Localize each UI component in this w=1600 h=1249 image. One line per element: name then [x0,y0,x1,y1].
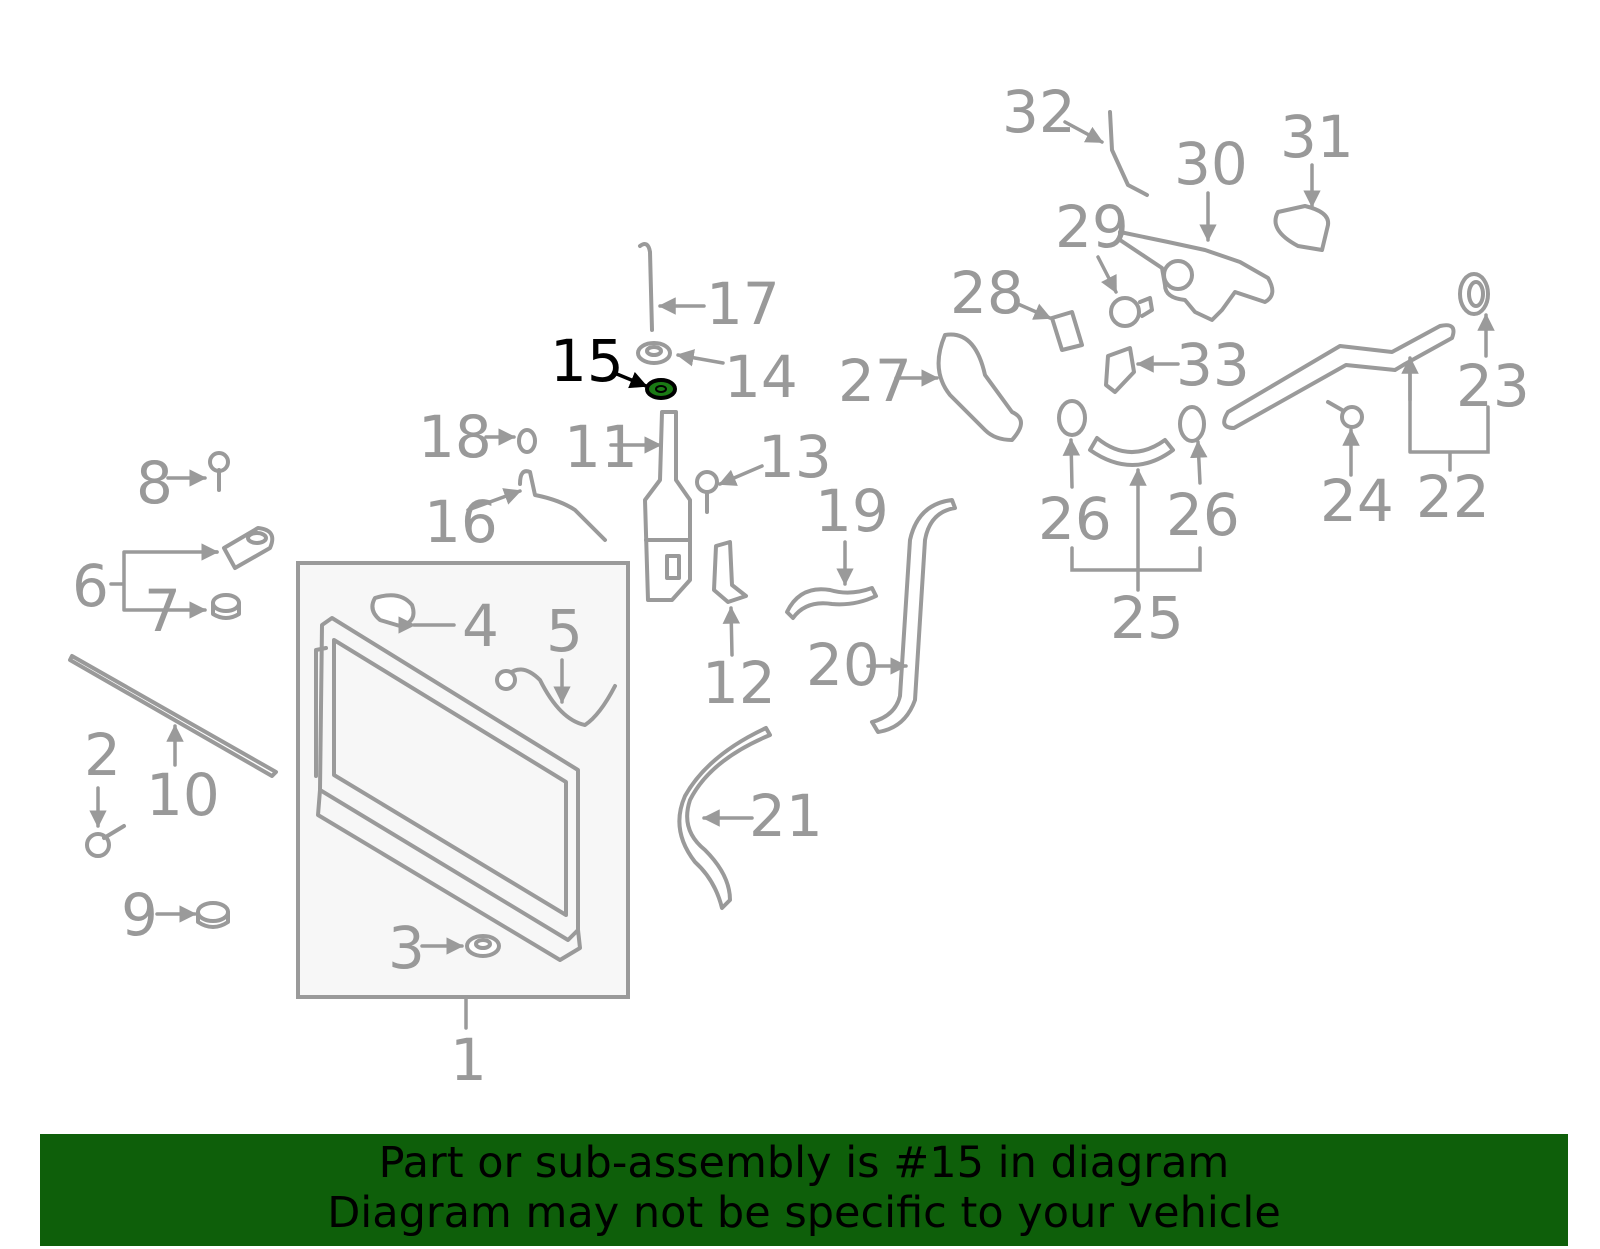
callout-32: 32 [1002,78,1076,146]
callout-5: 5 [546,597,583,665]
callout-8: 8 [136,449,173,517]
callout-27: 27 [838,347,912,415]
callout-28: 28 [950,259,1024,327]
bolt-part-8[interactable] [208,451,230,492]
gasket-part-31[interactable] [1273,204,1331,252]
banner-line-disclaimer: Diagram may not be specific to your vehi… [327,1188,1281,1238]
hose-part-21[interactable] [677,726,772,910]
bracket-part-6[interactable] [222,526,275,570]
callout-30: 30 [1174,130,1248,198]
bolt-part-24[interactable] [1326,400,1364,429]
housing-part-30[interactable] [1118,230,1275,322]
callout-9: 9 [121,881,158,949]
bolt-part-2[interactable] [85,824,126,858]
gasket-part-28[interactable] [1050,310,1084,352]
callout-2: 2 [84,721,121,789]
callout-29: 29 [1055,193,1129,261]
callout-12: 12 [702,649,776,717]
cushion-part-9[interactable] [196,901,230,929]
callout-21: 21 [749,782,823,850]
callout-11: 11 [564,413,638,481]
hose-part-25[interactable] [1088,436,1175,467]
callout-23: 23 [1456,352,1530,420]
overflow-hose-part[interactable] [495,667,617,727]
cushion-part-7[interactable] [211,593,241,620]
callout-24: 24 [1320,467,1394,535]
callout-15-highlighted: 15 [550,327,624,395]
callout-1: 1 [450,1026,487,1094]
ring-part-18[interactable] [517,428,537,454]
callout-6: 6 [72,552,109,620]
leader-lines [89,120,1495,955]
callout-14: 14 [724,343,798,411]
info-banner: Part or sub-assembly is #15 in diagram D… [40,1134,1568,1246]
callout-7: 7 [144,577,181,645]
callout-3: 3 [388,914,425,982]
callout-33: 33 [1176,331,1250,399]
callout-labels: 1 2 3 4 5 6 7 8 9 10 11 12 13 14 15 16 1… [72,78,1530,1094]
hose-part-19[interactable] [785,586,878,620]
callout-17: 17 [706,270,780,338]
pipe-part-27[interactable] [936,332,1023,442]
callout-19: 19 [815,477,889,545]
clamp-part-26-left[interactable] [1057,399,1087,437]
callout-13: 13 [758,423,832,491]
callout-10: 10 [146,761,220,829]
callout-26-right: 26 [1166,481,1240,549]
callout-16: 16 [424,488,498,556]
hose-part-16[interactable] [518,469,607,542]
radiator-assembly-box [296,561,630,1030]
washer-part-14[interactable] [636,341,672,365]
callout-22: 22 [1416,463,1490,531]
hose-part-20[interactable] [870,498,957,734]
radiator-part[interactable] [314,616,582,962]
bolt-part-13[interactable] [695,470,719,514]
callout-25: 25 [1110,584,1184,652]
radiator-cap-part[interactable] [370,593,416,628]
sensor-part-33[interactable] [1104,346,1136,394]
seal-part-23[interactable] [1458,272,1490,316]
tube-part-17[interactable] [638,242,654,332]
pipe-part-22[interactable] [1222,323,1456,430]
callout-4: 4 [462,592,499,660]
lower-mount-grommet-part[interactable] [465,934,501,958]
pipe-part-32[interactable] [1108,110,1149,197]
banner-line-part-number: Part or sub-assembly is #15 in diagram [378,1138,1230,1188]
callout-26-left: 26 [1038,485,1112,553]
callout-31: 31 [1280,103,1354,171]
seal-strip-part[interactable] [68,654,278,778]
thermostat-part-29[interactable] [1109,296,1154,328]
reservoir-bracket-part[interactable] [712,540,748,604]
o-ring-part-15-highlighted[interactable] [645,378,677,400]
reservoir-tank-part[interactable] [643,410,692,602]
clamp-part-26-right[interactable] [1178,405,1206,443]
callout-20: 20 [806,631,880,699]
callout-18: 18 [418,403,492,471]
